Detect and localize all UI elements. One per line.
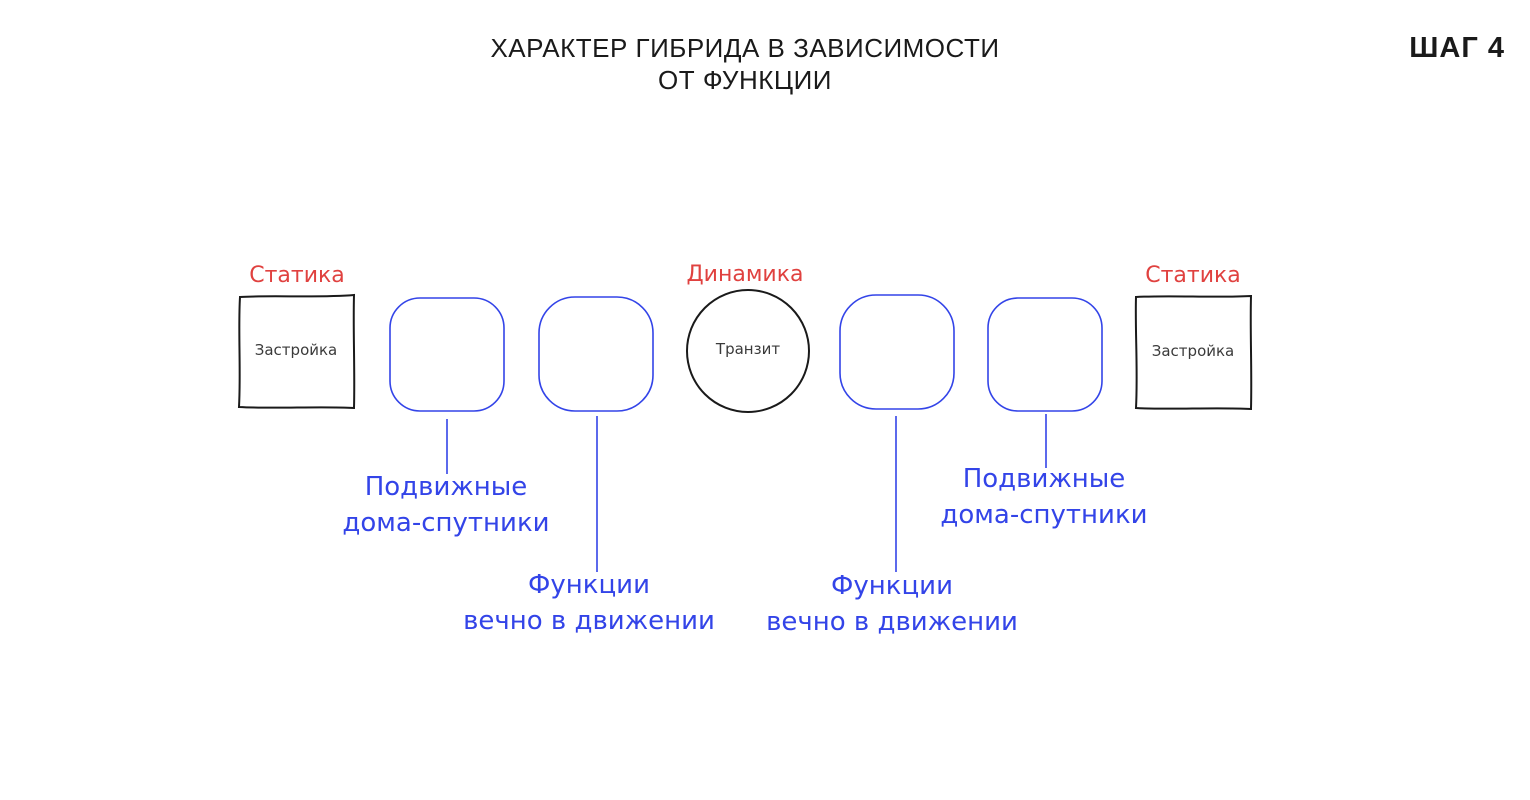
callout-left-satellites-line1: Подвижные bbox=[364, 472, 528, 502]
transit-circle bbox=[686, 289, 810, 413]
left-building-shape bbox=[237, 293, 356, 410]
zone-label-right-static: Статика bbox=[1145, 263, 1241, 288]
transit-label: Транзит bbox=[715, 340, 781, 358]
callout-right-satellites-line1: Подвижные bbox=[962, 464, 1126, 494]
callout-right-functions-line1: Функции bbox=[831, 571, 953, 601]
callout-left-functions-line1: Функции bbox=[528, 570, 650, 600]
diagram-title: ХАРАКТЕР ГИБРИДА В ЗАВИСИМОСТИ ОТ ФУНКЦИ… bbox=[445, 32, 1045, 96]
step-label: ШАГ 4 bbox=[1409, 32, 1505, 64]
callout-left-satellites-line2: дома-спутники bbox=[342, 508, 550, 538]
zone-label-left-static: Статика bbox=[249, 263, 345, 288]
title-line-1: ХАРАКТЕР ГИБРИДА В ЗАВИСИМОСТИ bbox=[490, 33, 1000, 63]
title-line-2: ОТ ФУНКЦИИ bbox=[658, 65, 832, 95]
callout-right-satellites-line2: дома-спутники bbox=[940, 500, 1148, 530]
callout-left-satellites: Подвижные дома-спутники bbox=[296, 469, 596, 541]
callout-right-functions-line2: вечно в движении bbox=[766, 607, 1018, 637]
right-satellite-shape bbox=[987, 297, 1103, 412]
left-building-label: Застройка bbox=[254, 341, 338, 359]
right-function-shape bbox=[839, 294, 955, 410]
zone-label-dynamic: Динамика bbox=[686, 262, 804, 287]
left-function-shape bbox=[538, 296, 654, 412]
right-building-label: Застройка bbox=[1151, 342, 1235, 360]
right-building-shape bbox=[1134, 294, 1253, 411]
left-satellite-shape bbox=[389, 297, 505, 412]
callout-left-functions-line2: вечно в движении bbox=[463, 606, 715, 636]
callout-left-functions: Функции вечно в движении bbox=[439, 567, 739, 639]
callout-right-functions: Функции вечно в движении bbox=[742, 568, 1042, 640]
callout-right-satellites: Подвижные дома-спутники bbox=[894, 461, 1194, 533]
